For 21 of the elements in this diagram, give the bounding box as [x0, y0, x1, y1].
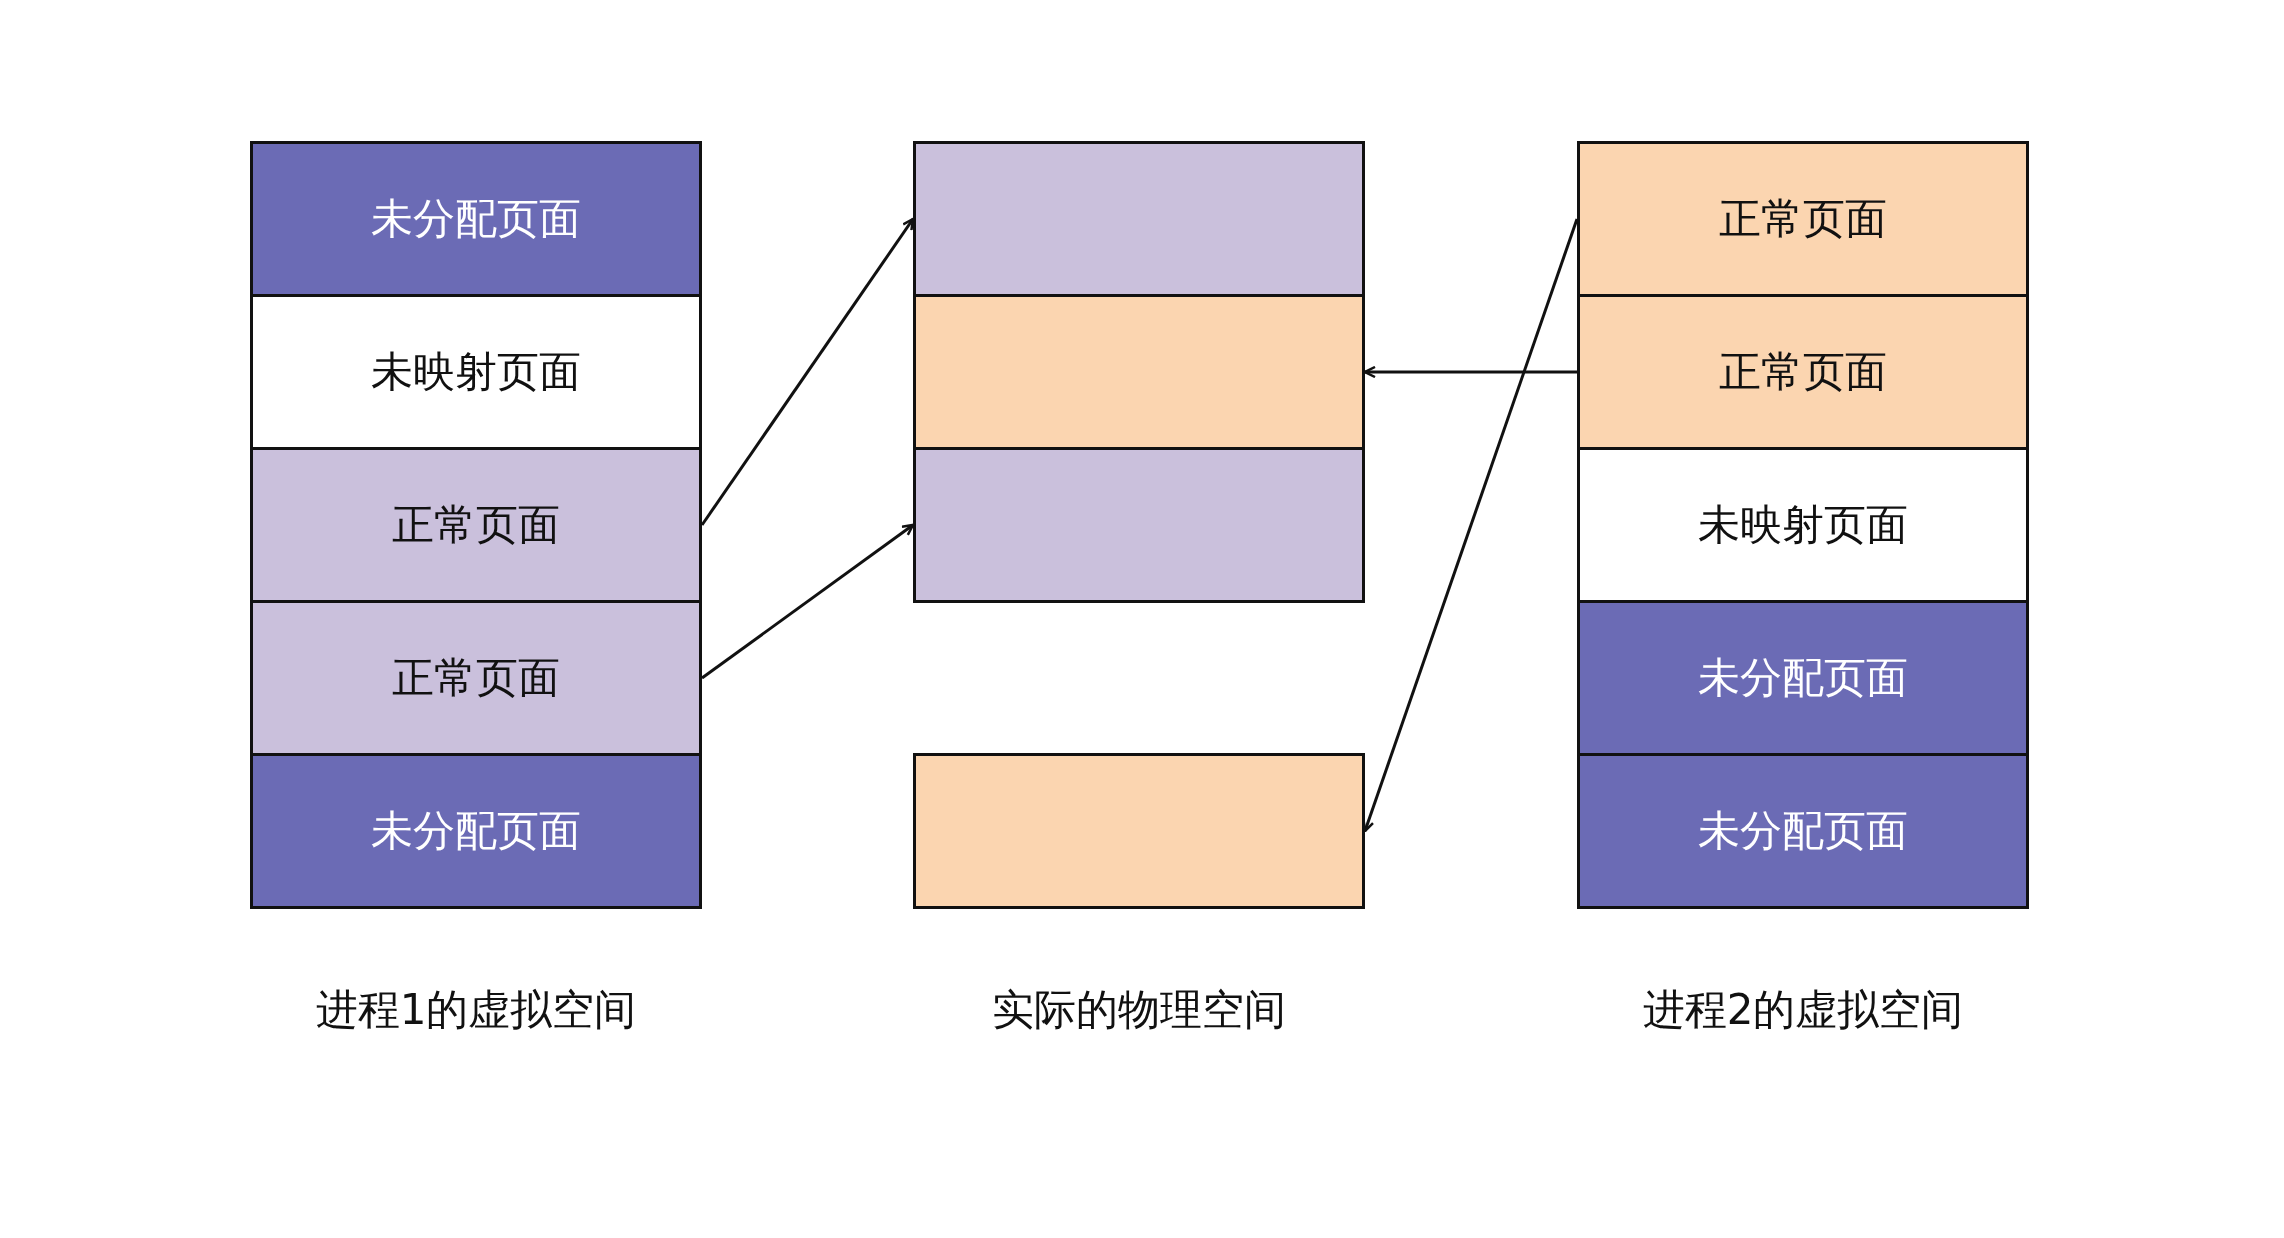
- memory-block: [913, 447, 1365, 603]
- memory-page-block: 正常页面: [1577, 141, 2029, 297]
- memory-block: [913, 141, 1365, 297]
- memory-page-block: 未映射页面: [1577, 447, 2029, 603]
- memory-block: [913, 753, 1365, 909]
- arrow: [1363, 365, 1577, 379]
- memory-page-block: 未分配页面: [1577, 600, 2029, 756]
- arrow: [701, 523, 915, 680]
- column-caption: 实际的物理空间: [992, 984, 1286, 1036]
- memory-page-block: 未分配页面: [250, 141, 702, 297]
- memory-page-block: 正常页面: [1577, 294, 2029, 450]
- memory-page-block: 未分配页面: [250, 753, 702, 909]
- column-caption: 进程2的虚拟空间: [1642, 984, 1964, 1036]
- column-caption: 进程1的虚拟空间: [315, 984, 637, 1036]
- memory-page-block: 正常页面: [250, 600, 702, 756]
- arrow: [1362, 218, 1579, 833]
- memory-page-block: 未映射页面: [250, 294, 702, 450]
- memory-page-block: 正常页面: [250, 447, 702, 603]
- arrow: [700, 217, 915, 526]
- memory-page-block: 未分配页面: [1577, 753, 2029, 909]
- memory-block: [913, 294, 1365, 450]
